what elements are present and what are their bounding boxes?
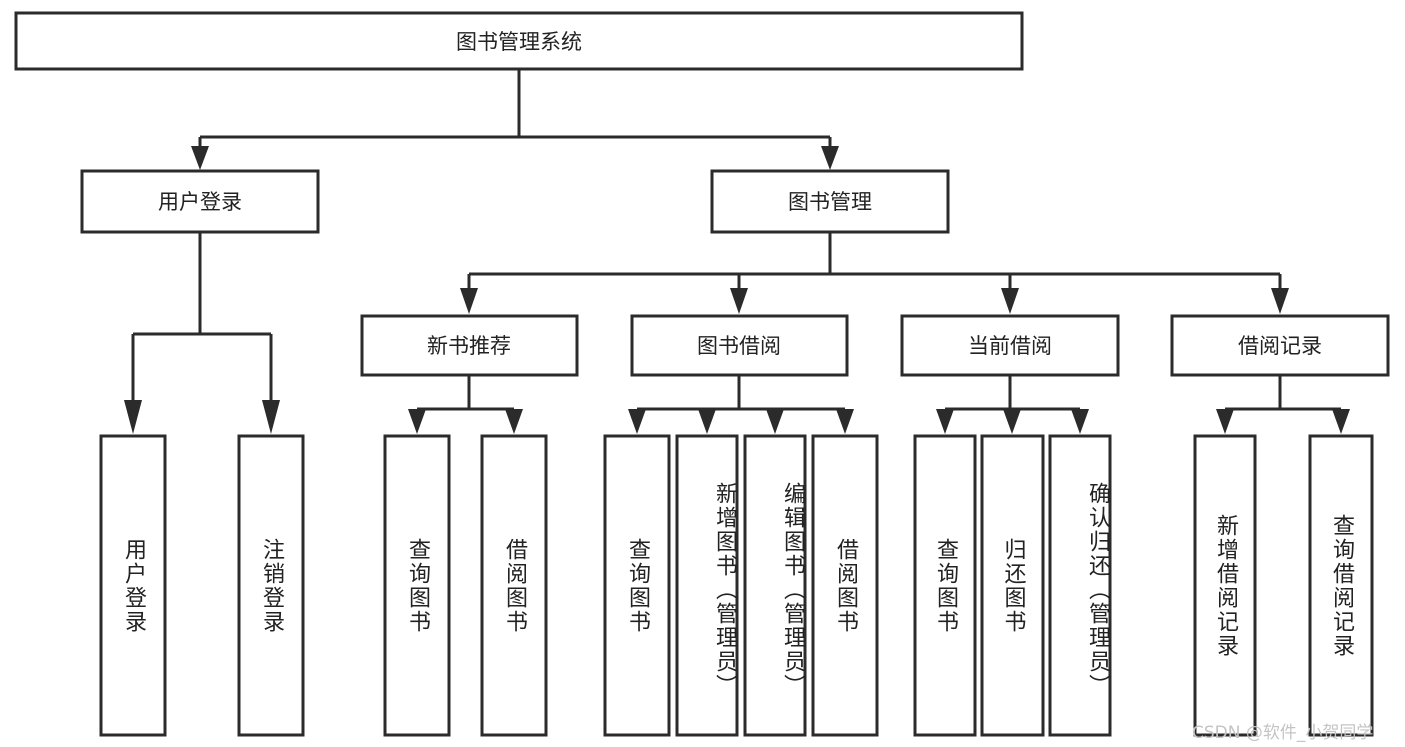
arrow-head-icon <box>1332 409 1350 434</box>
connector-group-current-borrow <box>936 375 1089 434</box>
node-user-login[interactable]: 用户登录 <box>80 169 320 234</box>
arrow-head-icon <box>408 409 426 434</box>
arrow-head-icon <box>460 288 478 314</box>
leaf-query-book-1-box[interactable] <box>383 434 451 737</box>
leaf-edit-book-admin-box[interactable] <box>743 434 807 737</box>
node-borrow-record-label: 借阅记录 <box>1238 334 1322 358</box>
leaf-query-book-2-box[interactable] <box>603 434 671 737</box>
leaf-logout-login-box[interactable] <box>237 434 305 737</box>
node-book-borrow-box[interactable] <box>630 314 849 377</box>
node-current-borrow[interactable]: 当前借阅 <box>900 314 1120 377</box>
arrow-head-icon <box>730 288 748 314</box>
arrow-head-icon <box>836 409 854 434</box>
leaf-add-borrow-record-box[interactable] <box>1193 434 1257 737</box>
node-book-borrow-label: 图书借阅 <box>697 334 781 358</box>
node-book-manage-label: 图书管理 <box>788 190 872 214</box>
node-borrow-record[interactable]: 借阅记录 <box>1170 314 1390 377</box>
arrow-head-icon <box>191 146 209 170</box>
arrow-head-icon <box>766 409 784 434</box>
node-book-borrow[interactable]: 图书借阅 <box>630 314 849 377</box>
arrow-head-icon <box>1216 409 1234 434</box>
connector-group-book-manage <box>460 232 1289 314</box>
arrow-head-icon <box>1271 288 1289 314</box>
arrow-head-icon <box>1003 409 1021 434</box>
node-book-manage[interactable]: 图书管理 <box>710 169 950 234</box>
arrow-head-icon <box>1001 288 1019 314</box>
leaf-borrow-book-2-box[interactable] <box>811 434 879 737</box>
node-user-login-box[interactable] <box>80 169 320 234</box>
leaf-user-login-box[interactable] <box>99 434 167 737</box>
node-new-book-recommend[interactable]: 新书推荐 <box>360 314 579 377</box>
connector-group-root <box>191 69 839 170</box>
arrow-head-icon <box>505 409 523 434</box>
node-new-book-recommend-box[interactable] <box>360 314 579 377</box>
node-current-borrow-box[interactable] <box>900 314 1120 377</box>
node-borrow-record-box[interactable] <box>1170 314 1390 377</box>
arrow-head-icon <box>821 146 839 170</box>
leaf-borrow-book-1-box[interactable] <box>480 434 548 737</box>
leaf-confirm-return-admin-box[interactable] <box>1048 434 1112 737</box>
node-current-borrow-label: 当前借阅 <box>968 334 1052 358</box>
connector-group-new-book-recommend <box>408 375 523 434</box>
arrow-head-icon <box>262 400 280 434</box>
node-book-manage-box[interactable] <box>710 169 950 234</box>
node-root-box[interactable] <box>14 11 1024 71</box>
arrow-head-icon <box>628 409 646 434</box>
connector-group-book-borrow <box>628 375 854 434</box>
leaf-query-book-3-box[interactable] <box>913 434 977 737</box>
leaf-add-book-admin-box[interactable] <box>675 434 739 737</box>
leaf-query-borrow-record-box[interactable] <box>1308 434 1374 737</box>
node-root[interactable]: 图书管理系统 <box>14 11 1024 71</box>
node-user-login-label: 用户登录 <box>158 190 242 214</box>
arrow-head-icon <box>124 400 142 434</box>
arrow-head-icon <box>1071 409 1089 434</box>
arrow-head-icon <box>936 409 954 434</box>
node-new-book-recommend-label: 新书推荐 <box>427 334 511 358</box>
arrow-head-icon <box>698 409 716 434</box>
leaf-nodes-group <box>99 434 1374 737</box>
node-root-label: 图书管理系统 <box>456 30 582 54</box>
leaf-return-book-box[interactable] <box>980 434 1045 737</box>
connector-group-user-login <box>124 232 280 434</box>
connector-group-borrow-record <box>1216 375 1350 434</box>
